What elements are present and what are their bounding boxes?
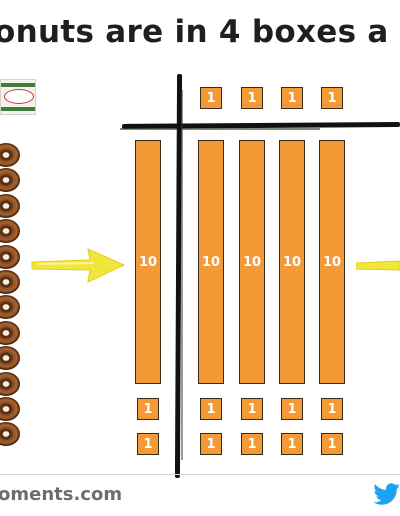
donut-icon — [0, 371, 20, 396]
ten-rod: 10 — [198, 140, 224, 384]
one-block-bottom: 1 — [137, 433, 159, 455]
ten-rod: 10 — [279, 140, 305, 384]
donut-icon — [0, 320, 20, 345]
donut-icon — [0, 346, 20, 371]
vertical-divider-sketch — [181, 90, 183, 460]
donut-icon — [0, 397, 20, 421]
yellow-arrow-icon-right — [356, 260, 400, 271]
donut-icon — [0, 270, 20, 294]
ten-rod: 10 — [319, 140, 345, 384]
donut-icon — [0, 219, 20, 244]
slide-title: onuts are in 4 boxes a — [0, 14, 389, 50]
donut-icon — [0, 143, 20, 167]
one-block-middle: 1 — [241, 398, 263, 420]
one-block-middle: 1 — [200, 398, 222, 420]
twitter-bird-icon[interactable] — [370, 480, 400, 508]
ten-rod: 10 — [135, 140, 161, 384]
one-block-bottom: 1 — [321, 433, 343, 455]
horizontal-divider-sketch — [120, 128, 320, 130]
donut-icon — [0, 295, 20, 320]
donut-icon — [0, 244, 20, 269]
one-block-top: 1 — [200, 87, 222, 109]
donut-icon — [0, 193, 20, 218]
one-block-middle: 1 — [321, 398, 343, 420]
donut-icon — [0, 168, 20, 193]
yellow-arrow-icon — [31, 248, 126, 283]
one-block-top: 1 — [281, 87, 303, 109]
footer-divider — [0, 474, 400, 475]
one-block-middle: 1 — [281, 398, 303, 420]
one-block-bottom: 1 — [281, 433, 303, 455]
one-block-middle: 1 — [137, 398, 159, 420]
one-block-bottom: 1 — [241, 433, 263, 455]
donut-icon — [0, 422, 20, 447]
one-block-bottom: 1 — [200, 433, 222, 455]
one-block-top: 1 — [321, 87, 343, 109]
donut-box-icon — [0, 79, 36, 115]
footer-website[interactable]: oments.com — [0, 484, 123, 505]
one-block-top: 1 — [241, 87, 263, 109]
ten-rod: 10 — [239, 140, 265, 384]
